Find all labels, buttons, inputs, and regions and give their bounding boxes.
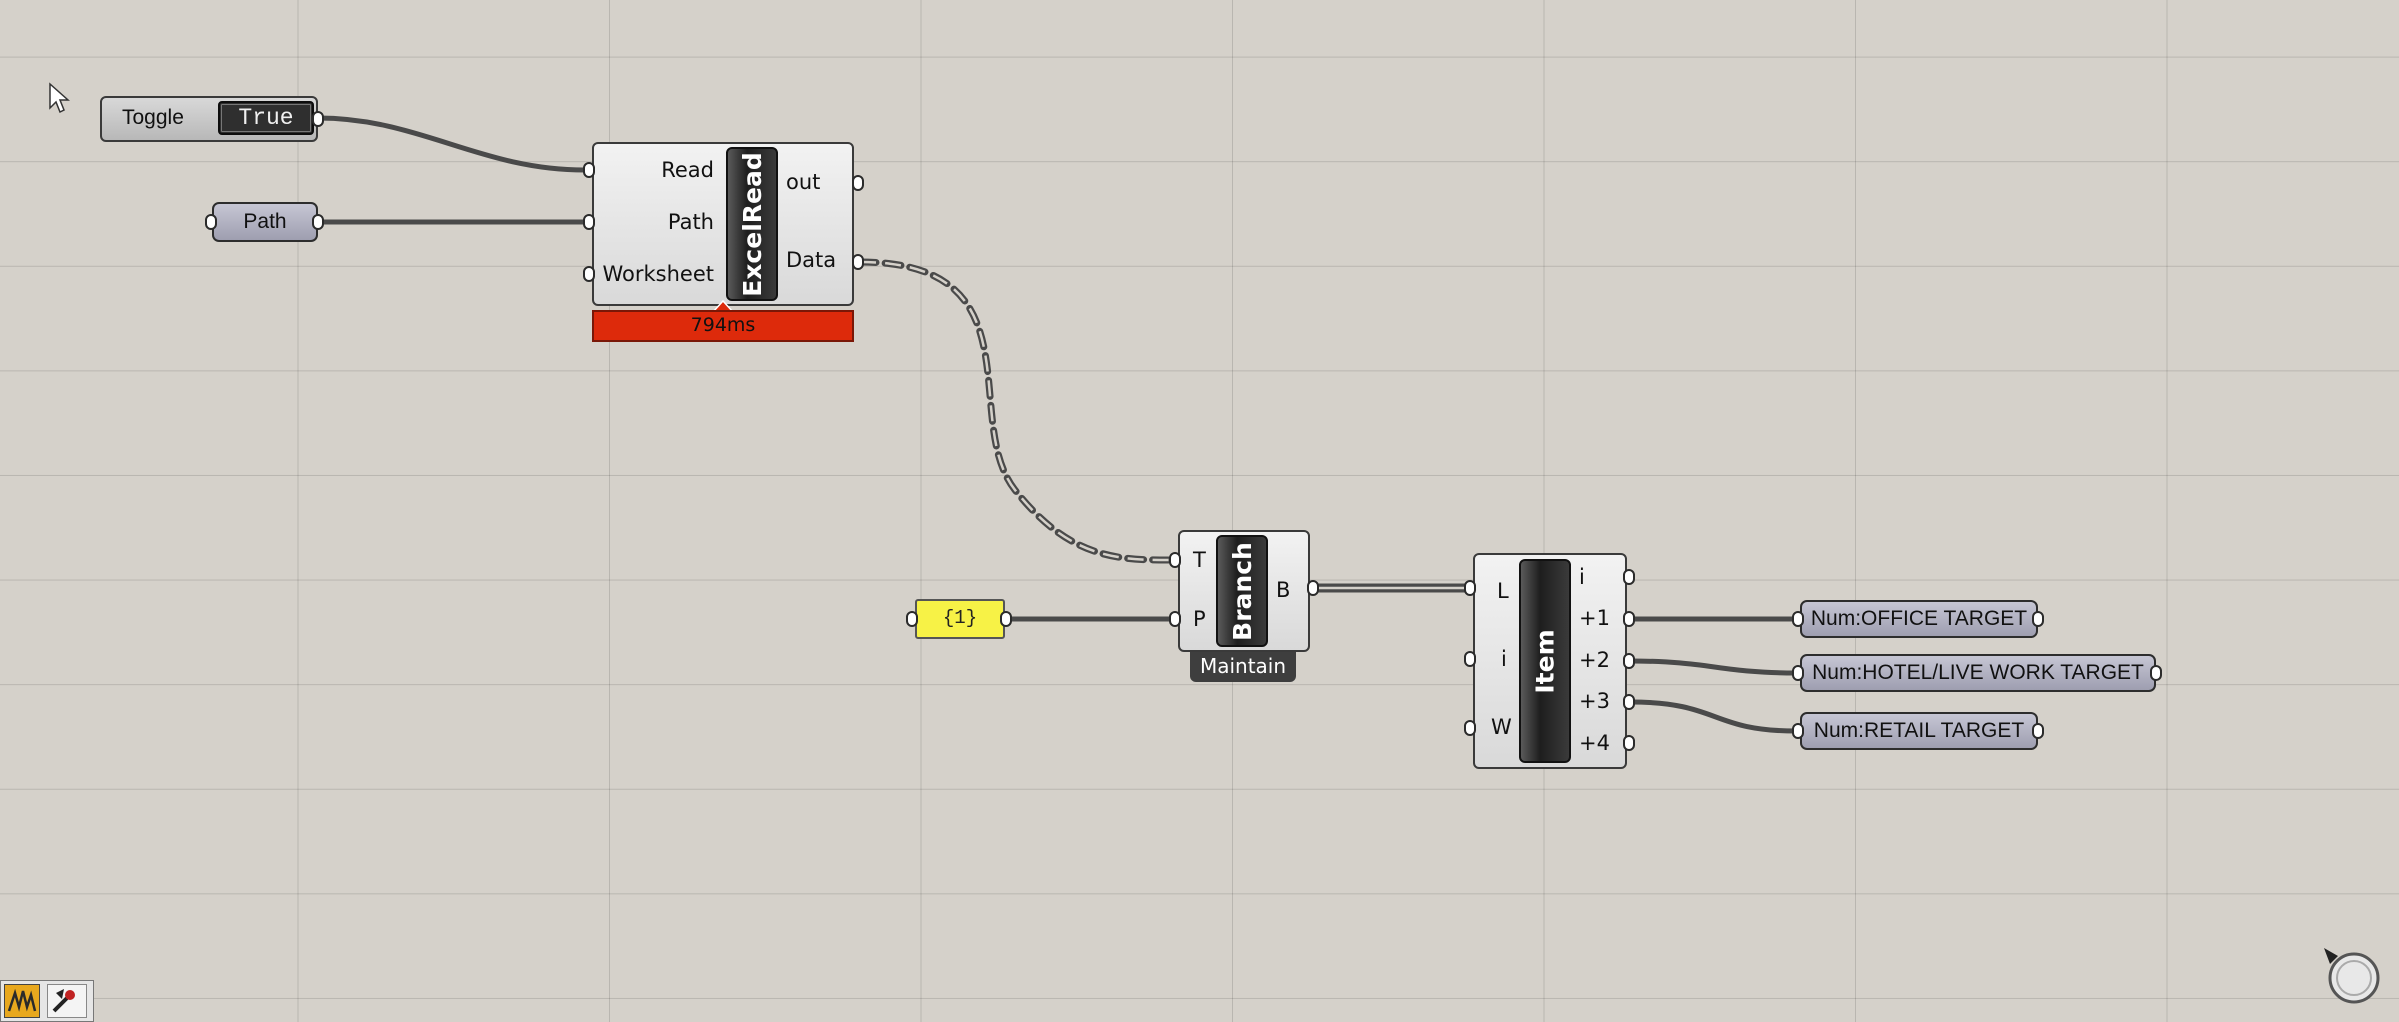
num-hotel-target-label: Num:HOTEL/LIVE WORK TARGET — [1812, 661, 2144, 684]
branch-nickname: Branch — [1216, 535, 1268, 647]
office-output-grip[interactable] — [2032, 611, 2044, 627]
preview-icon[interactable] — [47, 984, 87, 1018]
plus4-output-grip[interactable] — [1623, 735, 1635, 751]
input-l-label: L — [1497, 579, 1509, 603]
num-retail-target[interactable]: Num:RETAIL TARGET — [1800, 712, 2038, 750]
retail-output-grip[interactable] — [2032, 723, 2044, 739]
i-input-grip[interactable] — [1464, 651, 1476, 667]
mouse-cursor-icon — [49, 82, 70, 114]
list-item-component[interactable]: L i W Item i +1 +2 +3 +4 — [1473, 553, 1627, 769]
i-output-grip[interactable] — [1623, 569, 1635, 585]
retail-input-grip[interactable] — [1792, 723, 1804, 739]
status-bar — [0, 980, 94, 1022]
path-param-output-grip[interactable] — [312, 214, 324, 230]
p-input-grip[interactable] — [1169, 611, 1181, 627]
read-input-grip[interactable] — [583, 162, 595, 178]
output-plus3-label: +3 — [1579, 689, 1610, 713]
panel-output-grip[interactable] — [1000, 611, 1012, 627]
path-parameter-label: Path — [243, 210, 287, 233]
panel-value: {1} — [942, 607, 978, 629]
tree-branch-component[interactable]: T P Branch B — [1178, 530, 1310, 652]
output-plus4-label: +4 — [1579, 731, 1610, 755]
toggle-value-button[interactable]: True — [218, 101, 314, 135]
panel-path[interactable]: {1} — [915, 599, 1005, 639]
input-path-label: Path — [667, 210, 714, 234]
plus1-output-grip[interactable] — [1623, 611, 1635, 627]
office-input-grip[interactable] — [1792, 611, 1804, 627]
data-output-grip[interactable] — [852, 254, 864, 270]
path-input-grip[interactable] — [583, 214, 595, 230]
maintain-option-chip[interactable]: Maintain — [1190, 652, 1296, 682]
output-b-label: B — [1276, 578, 1291, 602]
input-read-label: Read — [661, 158, 714, 182]
path-parameter[interactable]: Path — [212, 202, 318, 242]
worksheet-input-grip[interactable] — [583, 266, 595, 282]
w-input-grip[interactable] — [1464, 720, 1476, 736]
boolean-toggle[interactable]: Toggle True — [100, 96, 318, 142]
output-out-label: out — [786, 170, 821, 194]
output-plus2-label: +2 — [1579, 648, 1610, 672]
excel-read-component[interactable]: Read Path Worksheet ExcelRead out Data — [592, 142, 854, 306]
num-office-target[interactable]: Num:OFFICE TARGET — [1800, 600, 2038, 638]
input-w-label: W — [1491, 715, 1512, 739]
timer-pointer-icon — [712, 300, 734, 312]
plus2-output-grip[interactable] — [1623, 653, 1635, 669]
excel-read-nickname: ExcelRead — [726, 147, 778, 301]
profiler-timer: 794ms — [592, 310, 854, 342]
num-retail-target-label: Num:RETAIL TARGET — [1813, 719, 2025, 742]
input-i-label: i — [1501, 647, 1507, 671]
list-item-nickname: Item — [1519, 559, 1571, 763]
hotel-input-grip[interactable] — [1792, 665, 1804, 681]
b-output-grip[interactable] — [1307, 580, 1319, 596]
solver-icon[interactable] — [4, 984, 40, 1018]
toggle-value: True — [238, 105, 294, 131]
toggle-output-grip[interactable] — [312, 111, 324, 127]
t-input-grip[interactable] — [1169, 552, 1181, 568]
input-p-label: P — [1193, 607, 1206, 631]
navigation-compass-icon[interactable] — [2320, 944, 2380, 1004]
plus3-output-grip[interactable] — [1623, 694, 1635, 710]
toggle-label: Toggle — [122, 106, 184, 129]
num-office-target-label: Num:OFFICE TARGET — [1810, 607, 2028, 630]
output-data-label: Data — [786, 248, 837, 272]
input-t-label: T — [1193, 548, 1206, 572]
path-param-input-grip[interactable] — [205, 214, 217, 230]
output-plus1-label: +1 — [1579, 606, 1610, 630]
l-input-grip[interactable] — [1464, 580, 1476, 596]
panel-input-grip[interactable] — [906, 611, 918, 627]
output-i-label: i — [1579, 565, 1585, 589]
input-worksheet-label: Worksheet — [602, 262, 714, 286]
num-hotel-live-work-target[interactable]: Num:HOTEL/LIVE WORK TARGET — [1800, 654, 2156, 692]
out-output-grip[interactable] — [852, 175, 864, 191]
hotel-output-grip[interactable] — [2150, 665, 2162, 681]
